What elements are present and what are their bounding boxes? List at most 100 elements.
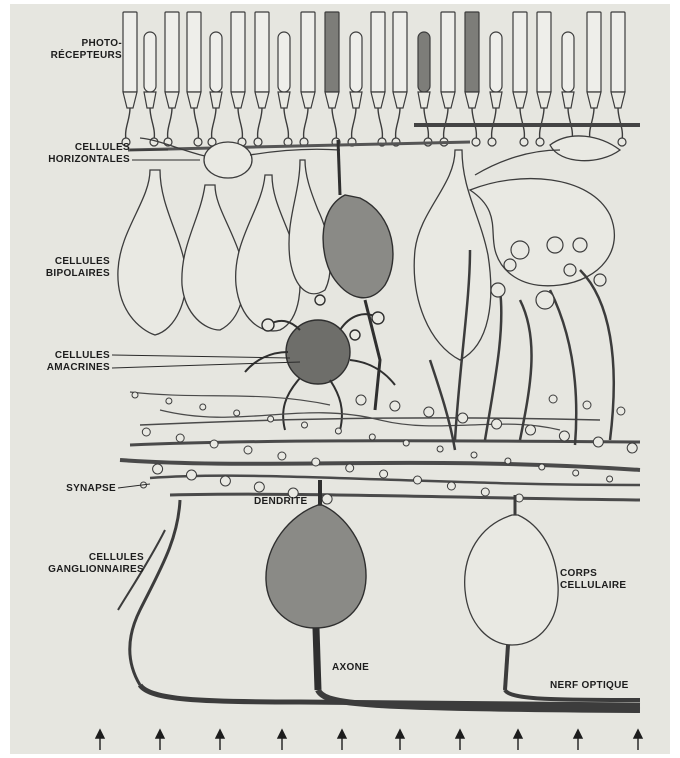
synapse-knob (458, 413, 468, 423)
label-line: HORIZONTALES (14, 154, 130, 166)
photoreceptor-outer-segment (441, 12, 455, 92)
synapse-knob (369, 434, 375, 440)
synapse-knob (132, 392, 138, 398)
photoreceptor-terminal (472, 138, 480, 146)
synapse-knob (414, 476, 422, 484)
label-line: CELLULES (24, 256, 110, 268)
photoreceptor-terminal (488, 138, 496, 146)
photoreceptor-terminal (520, 138, 528, 146)
synapse-knob (268, 416, 274, 422)
synapse-knob (526, 425, 536, 435)
synapse-knob (437, 446, 443, 452)
label-line: CELLULAIRE (560, 580, 626, 592)
label-amacrine-cells: CELLULES AMACRINES (24, 350, 110, 374)
synapse-knob (302, 422, 308, 428)
photoreceptor-outer-segment (465, 12, 479, 92)
label-horizontal-cells: CELLULES HORIZONTALES (14, 142, 130, 166)
synapse-knob (559, 431, 569, 441)
label-line: NERF OPTIQUE (550, 680, 629, 692)
synapse-knob (549, 395, 557, 403)
label-line: SYNAPSE (24, 483, 116, 495)
photoreceptor-outer-segment (255, 12, 269, 92)
synapse-knob (471, 452, 477, 458)
synapse-knob (403, 440, 409, 446)
synapse-knob (187, 470, 197, 480)
label-photoreceptors: PHOTO- RÉCEPTEURS (40, 38, 122, 62)
photoreceptor-outer-segment (513, 12, 527, 92)
photoreceptor-outer-segment (123, 12, 137, 92)
photoreceptor-terminal (194, 138, 202, 146)
photoreceptor-outer-segment (490, 32, 502, 92)
synapse-knob (153, 464, 163, 474)
label-line: CORPS (560, 568, 626, 580)
photoreceptor-terminal (536, 138, 544, 146)
synapse-knob (380, 470, 388, 478)
synapse-knob (312, 458, 320, 466)
synapse-knob (593, 437, 603, 447)
synapse-knob (481, 488, 489, 496)
photoreceptor-outer-segment (278, 32, 290, 92)
synapse-knob (539, 464, 545, 470)
label-optic-nerve: NERF OPTIQUE (550, 680, 629, 692)
synapse-knob (220, 476, 230, 486)
label-line: CELLULES (14, 142, 130, 154)
label-axon: AXONE (332, 662, 369, 674)
label-cell-body: CORPS CELLULAIRE (560, 568, 626, 592)
photoreceptor-terminal (618, 138, 626, 146)
photoreceptor-outer-segment (587, 12, 601, 92)
synapse-knob (356, 395, 366, 405)
synapse-knob (492, 419, 502, 429)
photoreceptor-outer-segment (301, 12, 315, 92)
photoreceptor-terminal (254, 138, 262, 146)
synapse-knob (142, 428, 150, 436)
synapse-knob (335, 428, 341, 434)
synapse-knob (210, 440, 218, 448)
label-line: AMACRINES (24, 362, 110, 374)
photoreceptor-outer-segment (562, 32, 574, 92)
photoreceptor-outer-segment (611, 12, 625, 92)
synapse-knob (607, 476, 613, 482)
photoreceptor-outer-segment (144, 32, 156, 92)
synapse-knob (617, 407, 625, 415)
label-dendrite: DENDRITE (254, 496, 308, 508)
label-ganglion-cells: CELLULES GANGLIONNAIRES (14, 552, 144, 576)
synapse-knob (390, 401, 400, 411)
photoreceptor-outer-segment (393, 12, 407, 92)
photoreceptor-outer-segment (187, 12, 201, 92)
photoreceptor-outer-segment (371, 12, 385, 92)
synapse-knob (200, 404, 206, 410)
label-line: RÉCEPTEURS (40, 50, 122, 62)
synapse-knob (573, 470, 579, 476)
synapse-knob (176, 434, 184, 442)
synapse-knob (166, 398, 172, 404)
synapse-knob (322, 494, 332, 504)
synapse-knob (346, 464, 354, 472)
label-line: AXONE (332, 662, 369, 674)
synapse-knob (244, 446, 252, 454)
label-synapse: SYNAPSE (24, 483, 116, 495)
synapse-knob (234, 410, 240, 416)
photoreceptor-outer-segment (325, 12, 339, 92)
photoreceptor-outer-segment (350, 32, 362, 92)
synapse-knob (627, 443, 637, 453)
synapse-knob (583, 401, 591, 409)
label-line: DENDRITE (254, 496, 308, 508)
photoreceptor-outer-segment (537, 12, 551, 92)
synapse-knob (505, 458, 511, 464)
label-line: CELLULES (14, 552, 144, 564)
photoreceptor-outer-segment (165, 12, 179, 92)
label-line: GANGLIONNAIRES (14, 564, 144, 576)
label-line: PHOTO- (40, 38, 122, 50)
photoreceptor-outer-segment (231, 12, 245, 92)
photoreceptor-outer-segment (210, 32, 222, 92)
synapse-knob (278, 452, 286, 460)
label-line: CELLULES (24, 350, 110, 362)
synapse-knob (447, 482, 455, 490)
label-line: BIPOLAIRES (24, 268, 110, 280)
photoreceptor-outer-segment (418, 32, 430, 92)
synapse-knob (424, 407, 434, 417)
synapse-knob (254, 482, 264, 492)
paper-background (10, 4, 670, 754)
